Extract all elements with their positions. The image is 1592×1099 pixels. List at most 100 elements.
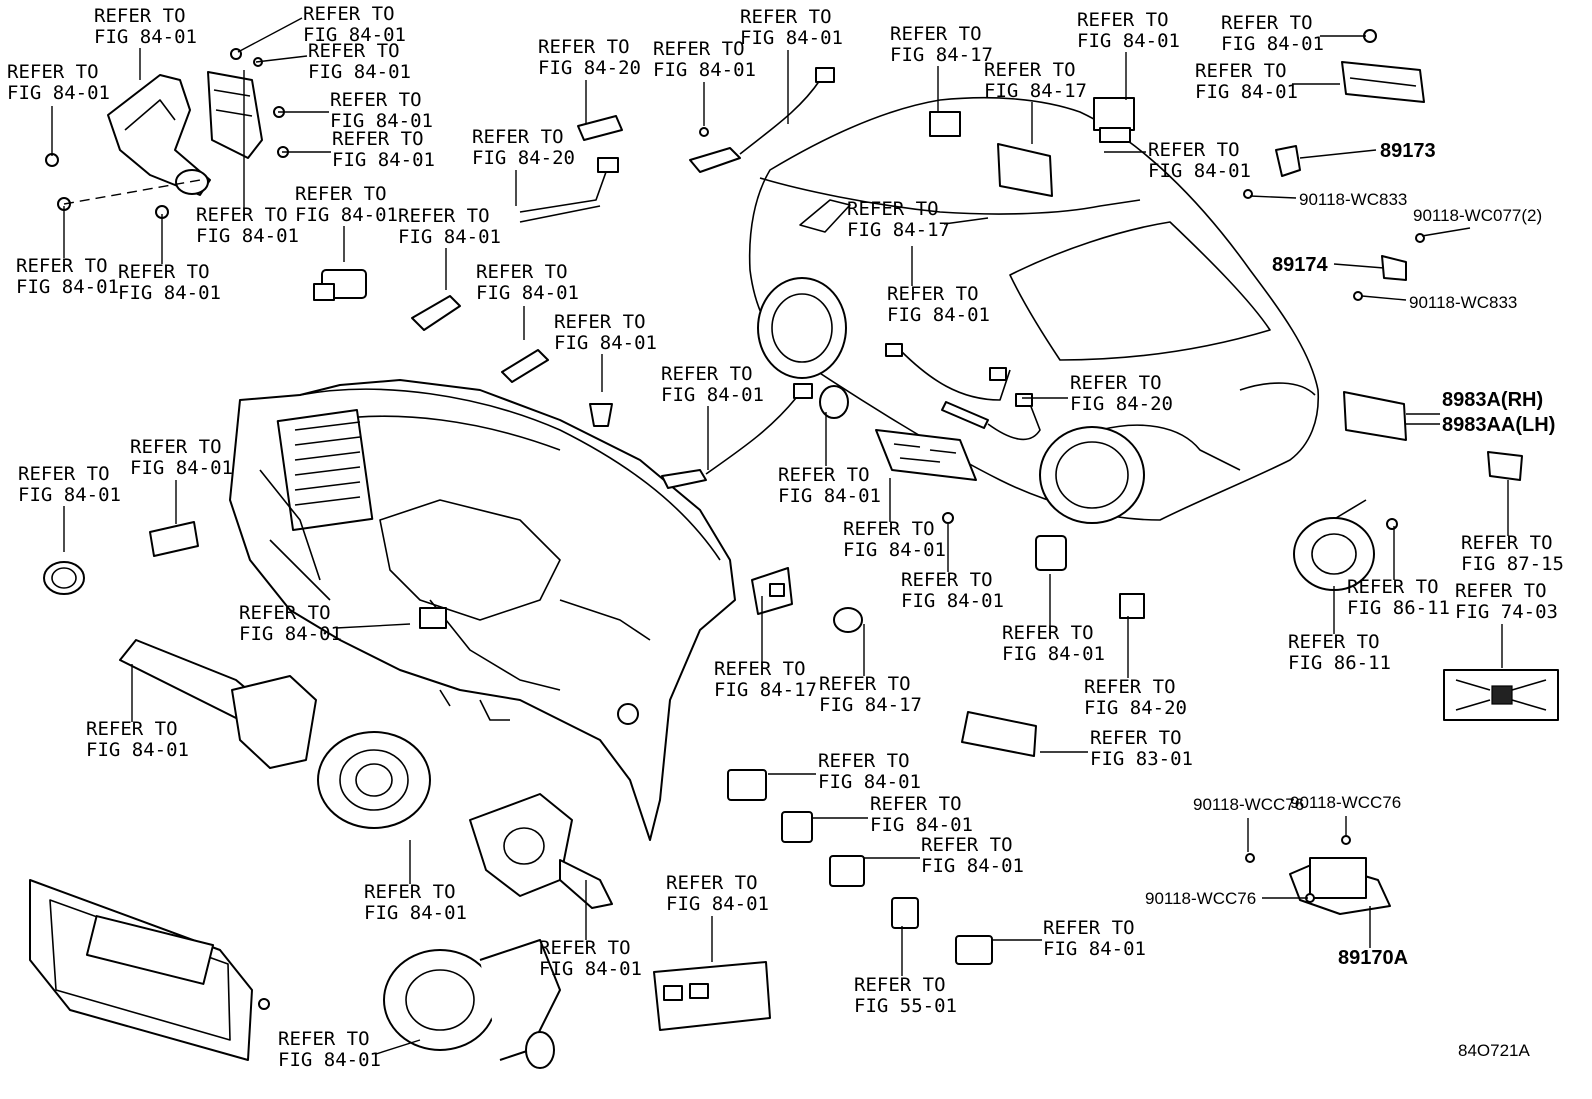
leader-lines	[51, 17, 1509, 1055]
antenna-cable-top	[689, 67, 835, 173]
callout-refer-to: REFER TO	[364, 881, 456, 903]
callout-figure-number: FIG 84-01	[1221, 33, 1324, 55]
callout-figure-number: FIG 74-03	[1455, 601, 1558, 623]
callout-figure-number: FIG 84-20	[538, 57, 641, 79]
callout-refer-to: REFER TO	[398, 205, 490, 227]
leader-r48	[375, 1039, 421, 1055]
callout-refer-to: REFER TO	[653, 38, 745, 60]
clip	[589, 403, 613, 427]
vehicle-outline	[748, 96, 1320, 524]
callout-refer-to: REFER TO	[847, 198, 939, 220]
part-number-p89174: 89174	[1272, 254, 1328, 276]
sensor-87-15	[1487, 451, 1523, 481]
callout-refer-to: REFER TO	[890, 23, 982, 45]
callout-figure-number: FIG 84-01	[16, 276, 119, 298]
socket	[43, 561, 85, 595]
leader-p89174	[1333, 263, 1385, 269]
switches-small	[727, 769, 993, 965]
callout-refer-to: REFER TO	[332, 128, 424, 150]
callout-refer-to: REFER TO	[1148, 139, 1240, 161]
callout-refer-to: REFER TO	[818, 750, 910, 772]
leader-r33	[335, 623, 411, 629]
callout-refer-to: REFER TO	[819, 673, 911, 695]
buzzer-connector	[1343, 391, 1407, 441]
leader-r03	[255, 55, 308, 63]
part-number-pwcc76b: 90118-WCC76	[1193, 795, 1304, 814]
sensor-89173	[1243, 145, 1301, 199]
callout-refer-to: REFER TO	[1070, 372, 1162, 394]
callout-refer-to: REFER TO	[1090, 727, 1182, 749]
callout-refer-to: REFER TO	[778, 464, 870, 486]
callout-refer-to: REFER TO	[330, 89, 422, 111]
stop-switch	[313, 269, 367, 301]
switch-sensor-1	[411, 295, 461, 331]
callout-figure-number: FIG 84-01	[398, 226, 501, 248]
switch-sensor-2	[501, 349, 549, 383]
callout-figure-number: FIG 84-01	[870, 814, 973, 836]
callout-refer-to: REFER TO	[870, 793, 962, 815]
callout-refer-to: REFER TO	[130, 436, 222, 458]
callout-figure-number: FIG 84-20	[1070, 393, 1173, 415]
callout-figure-number: FIG 84-01	[278, 1049, 381, 1071]
callout-refer-to: REFER TO	[661, 363, 753, 385]
callout-refer-to: REFER TO	[16, 255, 108, 277]
security-label	[1443, 669, 1559, 721]
leader-r02	[237, 17, 303, 53]
callout-figure-number: FIG 84-17	[984, 80, 1087, 102]
horn	[1293, 499, 1398, 591]
callout-refer-to: REFER TO	[196, 204, 288, 226]
callout-figure-number: FIG 84-20	[1084, 697, 1187, 719]
callout-figure-number: FIG 86-11	[1288, 652, 1391, 674]
callout-refer-to: REFER TO	[86, 718, 178, 740]
callout-figure-number: FIG 84-01	[1002, 643, 1105, 665]
callout-refer-to: REFER TO	[295, 183, 387, 205]
combination-switch-left	[119, 639, 317, 769]
diagram-reference-code: 84O721A	[1458, 1041, 1530, 1060]
spiral-cable	[317, 731, 431, 829]
callout-figure-number: FIG 84-01	[921, 855, 1024, 877]
part-number-p89173: 89173	[1380, 140, 1436, 162]
switch-block-bottom	[653, 961, 771, 1031]
part-number-pwc833b: 90118-WC833	[1409, 293, 1517, 312]
callout-figure-number: FIG 55-01	[854, 995, 957, 1017]
cigar-lighter	[149, 521, 199, 557]
dash-line-1	[63, 179, 201, 205]
callout-refer-to: REFER TO	[984, 59, 1076, 81]
leader-p89173	[1299, 149, 1377, 159]
callout-figure-number: FIG 84-17	[714, 679, 817, 701]
callout-figure-number: FIG 84-01	[86, 739, 189, 761]
callout-refer-to: REFER TO	[1084, 676, 1176, 698]
leader-pwc833a	[1249, 195, 1297, 199]
callout-figure-number: FIG 84-01	[94, 26, 197, 48]
callout-figure-number: FIG 84-17	[890, 44, 993, 66]
callout-figure-number: FIG 84-01	[843, 539, 946, 561]
callout-figure-number: FIG 86-11	[1347, 597, 1450, 619]
callout-figure-number: FIG 84-01	[661, 384, 764, 406]
callout-figure-number: FIG 84-01	[1148, 160, 1251, 182]
callout-figure-number: FIG 84-01	[1077, 30, 1180, 52]
callout-refer-to: REFER TO	[714, 658, 806, 680]
callout-refer-to: REFER TO	[7, 61, 99, 83]
callout-refer-to: REFER TO	[308, 40, 400, 62]
callout-refer-to: REFER TO	[666, 872, 758, 894]
sensor-small	[1119, 593, 1145, 619]
part-number-pwcc76c: 90118-WCC76	[1145, 889, 1256, 908]
callout-refer-to: REFER TO	[740, 6, 832, 28]
power-window-switch	[875, 429, 977, 524]
callout-figure-number: FIG 84-01	[196, 225, 299, 247]
antenna-cable-mid	[661, 383, 813, 489]
callout-refer-to: REFER TO	[1043, 917, 1135, 939]
panel-component	[961, 711, 1037, 757]
callout-figure-number: FIG 84-01	[118, 282, 221, 304]
control-module	[997, 143, 1053, 197]
part-number-labels: 8917390118-WC83390118-WC077(2)8917490118…	[1145, 140, 1555, 969]
callout-refer-to: REFER TO	[1221, 12, 1313, 34]
callout-figure-number: FIG 84-01	[539, 958, 642, 980]
callout-refer-to: REFER TO	[901, 569, 993, 591]
callout-refer-to: REFER TO	[94, 5, 186, 27]
mirror-switch	[1035, 535, 1067, 571]
callout-refer-to: REFER TO	[118, 261, 210, 283]
sensor-89174	[1353, 233, 1425, 301]
